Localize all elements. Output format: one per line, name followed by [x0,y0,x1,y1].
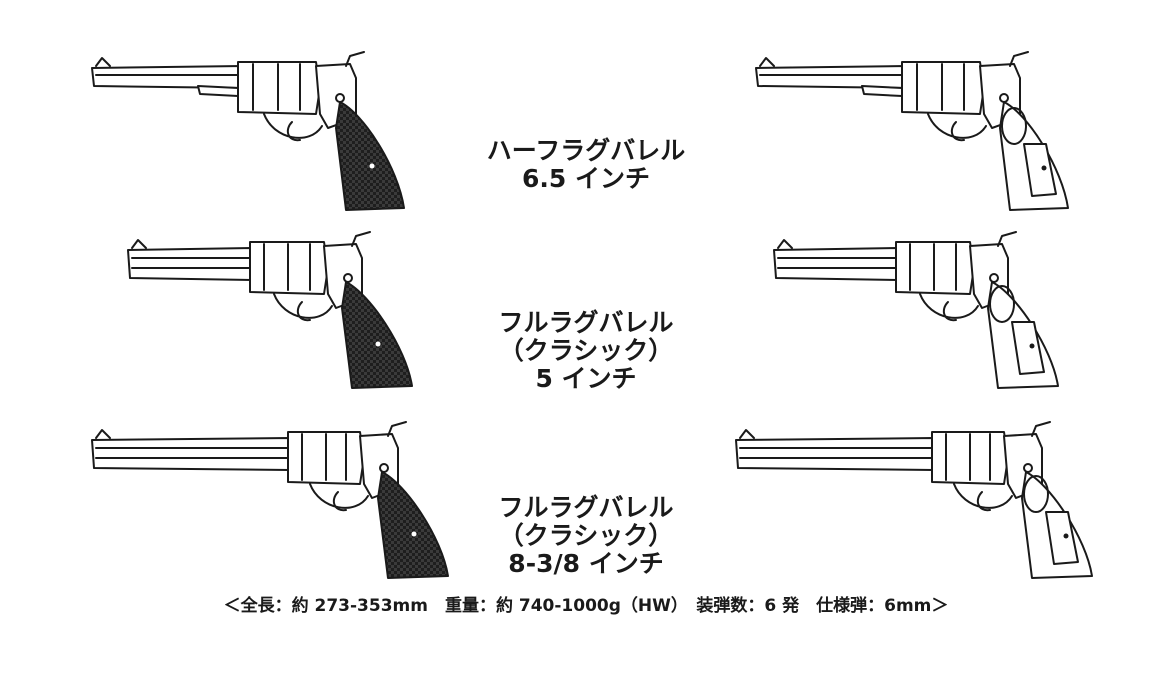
revolver-dark-grip-icon [91,51,405,211]
variant-length: 8-3/8 インチ [508,549,664,578]
revolver-dark-grip-icon [91,421,449,579]
revolver-outline-grip-icon [773,231,1059,389]
variant-name: ハーフラグバレル [486,136,686,165]
variant-length: 5 インチ [535,364,637,393]
variant-length: 6.5 インチ [522,164,650,193]
variant-subtitle: （クラシック） [498,336,674,365]
revolver-outline-grip-icon [735,421,1093,579]
revolver-dark-grip-icon [127,231,413,389]
variant-label-full-lug-8: フルラグバレル （クラシック） 8-3/8 インチ [436,494,736,578]
revolver-outline-grip-icon [755,51,1069,211]
variant-label-full-lug-5: フルラグバレル （クラシック） 5 インチ [436,309,736,393]
specs-line: ＜全長：約 273-353mm 重量：約 740-1000g（HW） 装弾数：6… [223,596,949,616]
variant-name: フルラグバレル [498,493,674,522]
variant-name: フルラグバレル [498,308,674,337]
variant-subtitle: （クラシック） [498,521,674,550]
variant-label-half-lug: ハーフラグバレル 6.5 インチ [436,137,736,193]
